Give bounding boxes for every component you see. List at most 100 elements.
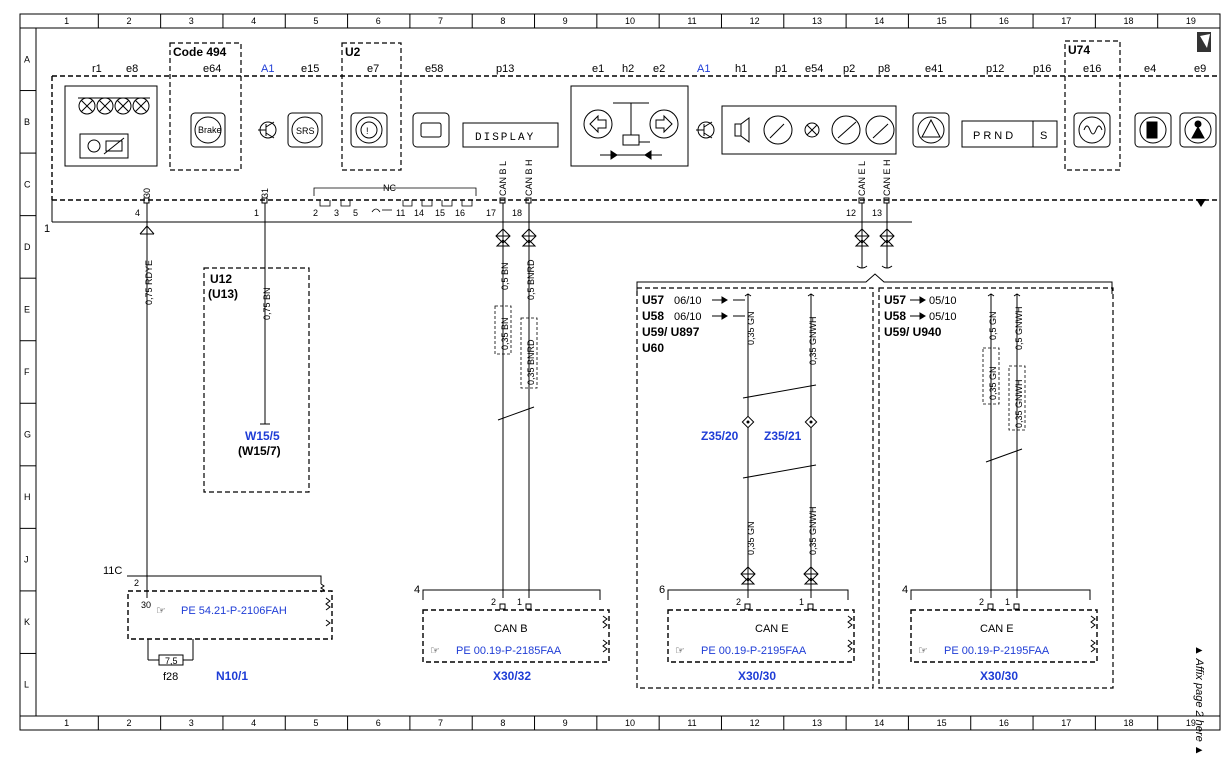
splice-dot xyxy=(746,420,750,424)
pin-2: 2 xyxy=(313,208,318,218)
arrow-icons xyxy=(712,293,1021,320)
column-labels: 1122334455667788991010111112121313141415… xyxy=(64,16,1196,728)
cane1-ref: PE 00.19-P-2195FAA xyxy=(701,645,807,657)
connector-icon xyxy=(740,566,756,582)
variant-date: 05/10 xyxy=(929,311,957,323)
row-label: C xyxy=(24,179,31,189)
can-e-fork-bracket xyxy=(636,273,1113,294)
pin-numbers: 4 1 2 3 5 11 14 15 16 17 18 12 13 xyxy=(135,208,882,218)
column-label: 17 xyxy=(1061,16,1071,26)
label-h2: h2 xyxy=(622,63,634,75)
column-label: 18 xyxy=(1124,718,1134,728)
engine-warning-icon xyxy=(420,122,442,138)
wire-label-gnwh-05-right: 0,5 GNWH xyxy=(1014,306,1024,350)
fuse-label-f28: f28 xyxy=(163,671,178,683)
connector-icon xyxy=(879,228,895,244)
pin-func-can-e-h: CAN E H xyxy=(882,159,892,196)
canb-num: 4 xyxy=(414,584,420,596)
label-e16: e16 xyxy=(1083,63,1101,75)
column-label: 4 xyxy=(251,718,256,728)
column-label: 6 xyxy=(376,718,381,728)
label-e58: e58 xyxy=(425,63,443,75)
brake-lamp-frame xyxy=(190,112,226,148)
connector-icon xyxy=(854,228,870,244)
label-e15: e15 xyxy=(301,63,319,75)
gauge-block xyxy=(721,105,897,155)
fuse-f28 xyxy=(158,654,184,666)
glow-plug-lamp-frame xyxy=(1073,112,1111,148)
brake-warning-icon xyxy=(360,121,378,139)
column-label: 2 xyxy=(126,16,131,26)
column-label: 3 xyxy=(189,16,194,26)
pin-3: 3 xyxy=(334,208,339,218)
canb-pin-1: 1 xyxy=(517,597,522,607)
n10-pin-30: 30 xyxy=(141,600,151,610)
row-label: B xyxy=(24,117,30,127)
fuse-value: 7,5 xyxy=(165,656,178,666)
label-e1: e1 xyxy=(592,63,604,75)
row-label: E xyxy=(24,304,30,314)
harness-line-number: 1 xyxy=(44,223,50,235)
column-label: 8 xyxy=(500,16,505,26)
pin-func-30: 30 xyxy=(142,188,152,198)
frame xyxy=(19,13,1221,731)
label-e2: e2 xyxy=(653,63,665,75)
splice-dot xyxy=(809,420,813,424)
hand-pointer-icon: ☞ xyxy=(156,605,166,617)
label-r1: r1 xyxy=(92,63,102,75)
u74-box xyxy=(1064,40,1121,171)
n10-pin-11c: 11C xyxy=(103,565,122,577)
srs-lamp-icon xyxy=(291,116,319,144)
u2-label: U2 xyxy=(345,45,361,59)
variant-codes: U59/ U897 xyxy=(642,325,700,339)
pin-17: 17 xyxy=(486,208,496,218)
speedometer-icon xyxy=(831,115,861,145)
wire-label-gn-035-lower: 0,35 GN xyxy=(746,521,756,555)
coolant-temp-gauge-icon xyxy=(763,115,793,145)
cane2-num: 4 xyxy=(902,584,908,596)
cane2-pin-2: 2 xyxy=(979,597,984,607)
label-a1-right: A1 xyxy=(697,63,710,75)
variant-code: U58 xyxy=(642,309,664,323)
u12-box xyxy=(203,267,310,493)
column-label: 18 xyxy=(1124,16,1134,26)
engine-lamp-frame xyxy=(412,112,450,148)
column-label: 7 xyxy=(438,718,443,728)
pin-14: 14 xyxy=(414,208,424,218)
variant-date: 06/10 xyxy=(674,311,702,323)
affix-note: ▲ Affix page 2 here ▲ xyxy=(1193,645,1205,756)
canb-ref: PE 00.19-P-2185FAA xyxy=(456,645,562,657)
label-e8: e8 xyxy=(126,63,138,75)
column-label: 9 xyxy=(563,16,568,26)
u2-box xyxy=(341,42,402,171)
n10-name: N10/1 xyxy=(216,669,248,683)
variant-codes: U59/ U940 xyxy=(884,325,942,339)
n10-pin-2: 2 xyxy=(134,578,139,588)
transistor-left-icon xyxy=(258,121,277,139)
wire-label-bnrd-035: 0,35 BNRD xyxy=(526,339,536,385)
page-corner-icon-fold xyxy=(1200,34,1210,48)
lamp-e54-icon xyxy=(804,122,820,138)
pin-4: 4 xyxy=(135,208,140,218)
wire-labels: 0,75 RDYE 0,75 BN 0,5 BN 0,5 BNRD 0,35 B… xyxy=(144,259,1024,555)
hand-pointer-icon: ☞ xyxy=(430,645,440,657)
fuel-pump-icon xyxy=(1146,121,1158,139)
connector-symbols xyxy=(139,225,895,585)
column-label: 13 xyxy=(812,718,822,728)
turn-signal-block xyxy=(570,85,689,167)
column-label: 14 xyxy=(874,16,884,26)
srs-lamp-frame xyxy=(287,112,323,148)
column-label: 15 xyxy=(937,16,947,26)
pin-12: 12 xyxy=(846,208,856,218)
cane1-name: X30/30 xyxy=(738,669,776,683)
column-label: 10 xyxy=(625,16,635,26)
e7-lamp-frame xyxy=(350,112,388,148)
column-label: 4 xyxy=(251,16,256,26)
splice-z35-21: Z35/21 xyxy=(764,429,802,443)
connector-icon xyxy=(803,566,819,582)
column-label: 7 xyxy=(438,16,443,26)
code494-label: Code 494 xyxy=(173,45,227,59)
variants-right: U57 05/10 U58 05/10 U59/ U940 xyxy=(884,293,957,339)
cane1-connector xyxy=(667,589,855,663)
label-e54: e54 xyxy=(805,63,823,75)
